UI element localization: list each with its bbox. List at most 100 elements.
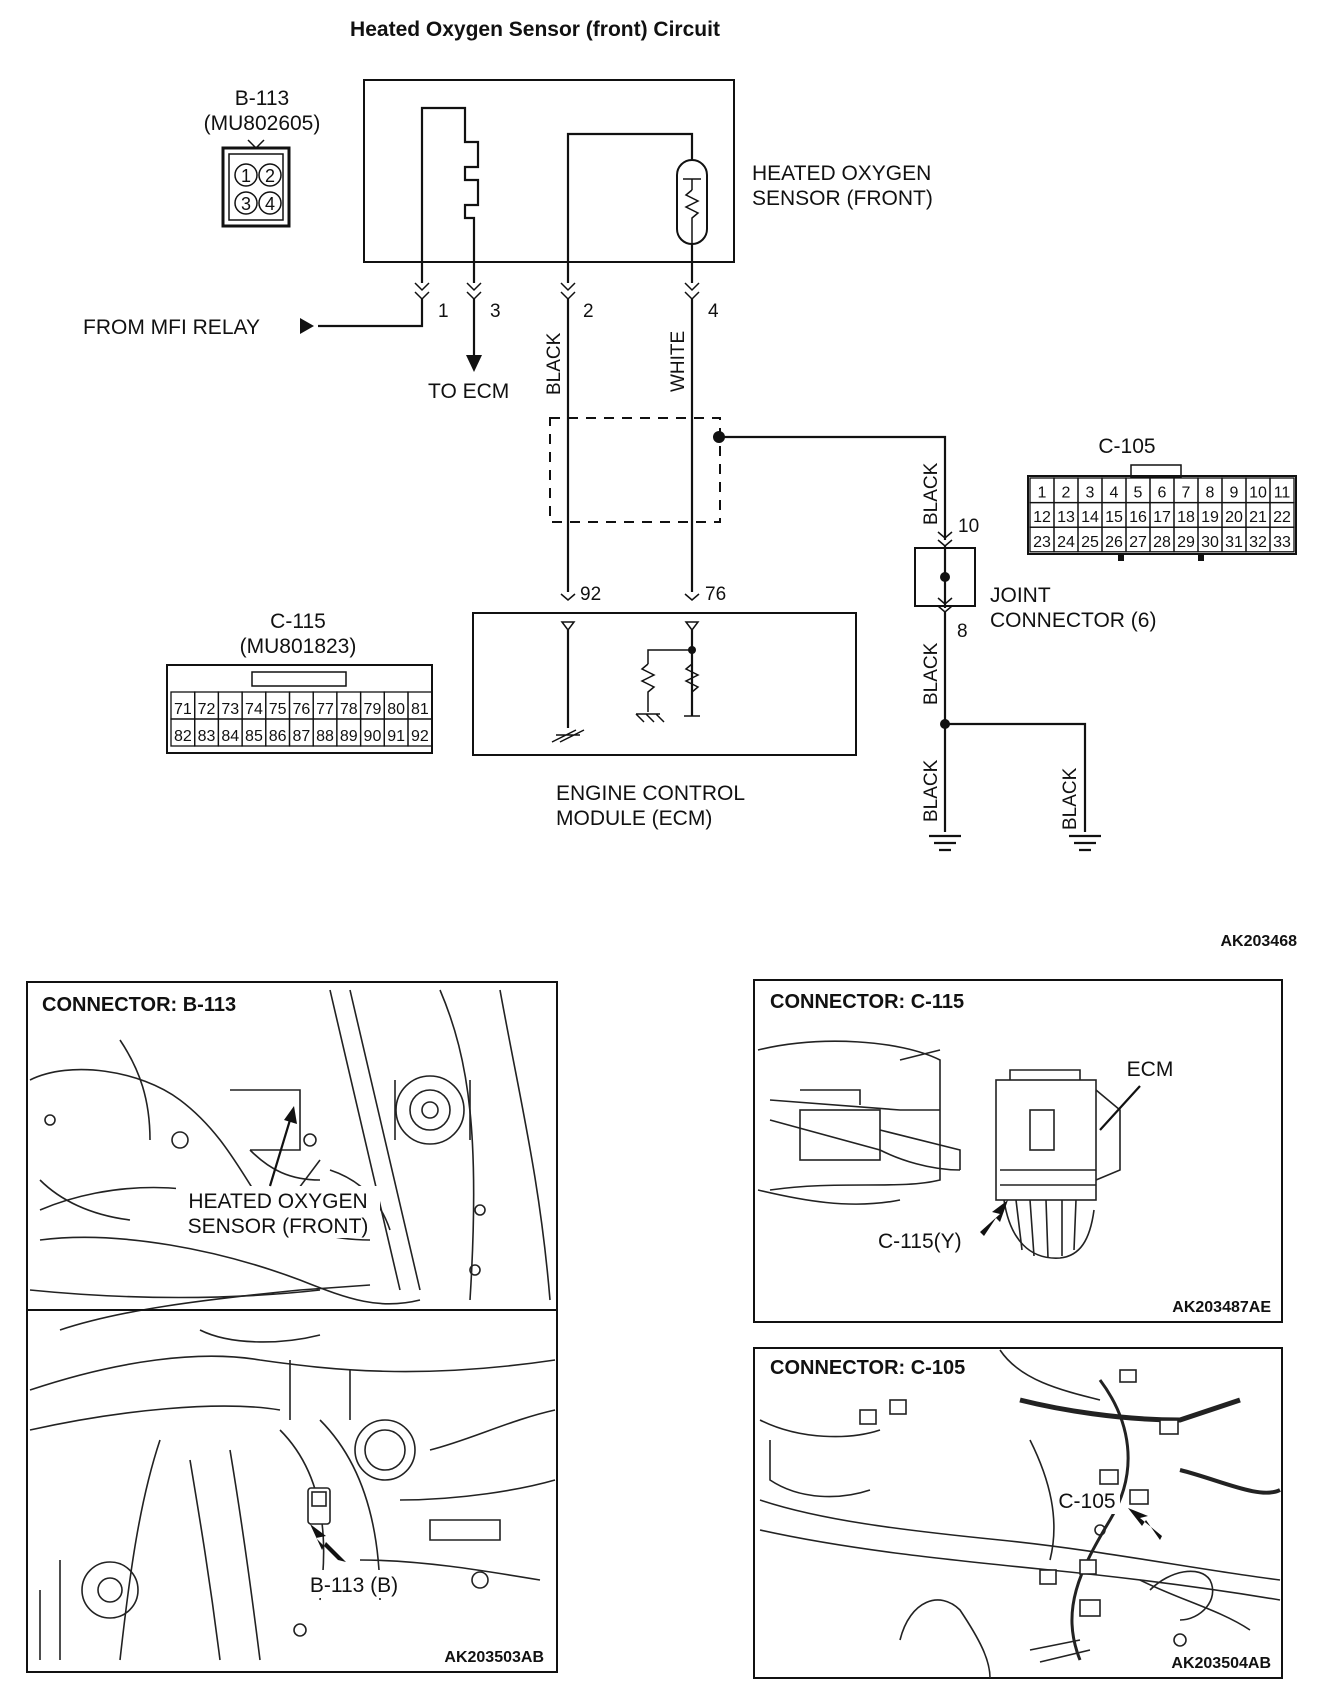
wire-shield [719, 435, 947, 540]
oxygen-sensor-box: HEATED OXYGEN SENSOR (FRONT) [363, 79, 933, 283]
wire-color-label: BLACK [921, 759, 942, 822]
connector-pin-label: 24 [1057, 534, 1075, 551]
pin-number: 8 [957, 621, 968, 642]
connector-pin-label: 15 [1105, 509, 1123, 526]
connector-pin-label: 89 [340, 728, 358, 745]
pin-number: 3 [490, 301, 501, 322]
connector-pin-label: 12 [1033, 509, 1051, 526]
connector-pin-label: 8 [1206, 485, 1215, 502]
wire-mfi-relay [318, 299, 424, 328]
connector-pin-label: 11 [1274, 485, 1291, 502]
connector-pin-label: 71 [174, 701, 192, 718]
connector-pin-label: 75 [269, 701, 287, 718]
b113-pin: 4 [265, 194, 275, 214]
joint-connector-line2: CONNECTOR (6) [990, 609, 1156, 632]
engine-sketch-top [29, 989, 551, 1331]
connector-pin-label: 5 [1134, 485, 1143, 502]
connector-pin-label: 33 [1273, 534, 1291, 551]
connector-pin-label: 87 [292, 728, 310, 745]
wire-ground-branch [945, 722, 1087, 832]
connector-b113-icon: B-113 (MU802605) 1 2 3 4 [204, 87, 320, 228]
pin-number: 76 [705, 584, 726, 605]
dash-sketch [757, 1040, 1121, 1259]
connector-cell [407, 718, 433, 747]
connector-pin-label: 72 [198, 701, 216, 718]
pin-number: 92 [580, 584, 601, 605]
connector-b113-id: B-113 [235, 87, 289, 110]
ground-icon [929, 834, 961, 852]
connector-pin-label: 27 [1129, 534, 1147, 551]
callout-c105-label: C-105 [1058, 1490, 1115, 1513]
connector-pin-label: 22 [1273, 509, 1291, 526]
connector-pin-label: 83 [198, 728, 216, 745]
pin-number: 2 [583, 301, 594, 322]
shield-box [549, 417, 721, 523]
connector-pin-label: 30 [1201, 534, 1219, 551]
connector-pin-label: 1 [1038, 485, 1047, 502]
sensor-connector-chevrons [414, 282, 700, 301]
sensor-label-line1: HEATED OXYGEN [752, 162, 931, 185]
connector-pin-label: 76 [292, 701, 310, 718]
ecm-box: 92 76 ENGINE CONTROL MODULE (ECM) [472, 584, 857, 830]
connector-pin-label: 91 [387, 728, 405, 745]
connector-pin-label: 18 [1177, 509, 1195, 526]
connector-pin-label: 21 [1249, 509, 1267, 526]
connector-pin-label: 19 [1201, 509, 1219, 526]
pin-number: 10 [958, 516, 979, 537]
connector-pin-label: 4 [1110, 485, 1119, 502]
connector-pin-label: 86 [269, 728, 287, 745]
connector-pin-label: 85 [245, 728, 263, 745]
b113-pin: 2 [265, 166, 275, 186]
connector-pin-label: 7 [1182, 485, 1191, 502]
panel-c105-code: AK203504AB [1171, 1655, 1271, 1672]
from-mfi-relay-label: FROM MFI RELAY [83, 316, 260, 339]
joint-connector: 10 8 JOINT CONNECTOR (6) [914, 516, 1156, 642]
panel-c105: CONNECTOR: C-105 C-105 AK203504AB [753, 1347, 1283, 1679]
connector-pin-label: 92 [411, 728, 429, 745]
connector-pin-label: 79 [364, 701, 382, 718]
connector-pin-label: 32 [1249, 534, 1267, 551]
callout-sensor: HEATED OXYGEN SENSOR (FRONT) [176, 1106, 380, 1238]
b113-pin: 3 [241, 194, 251, 214]
connector-pin-label: 17 [1153, 509, 1171, 526]
connector-cell [1269, 526, 1295, 553]
ground-icon [1069, 834, 1101, 852]
callout-sensor-line2: SENSOR (FRONT) [188, 1215, 369, 1238]
wire-color-label: WHITE [668, 331, 689, 392]
connector-c105-id: C-105 [1098, 435, 1155, 458]
callout-sensor-line1: HEATED OXYGEN [188, 1190, 367, 1213]
connector-pin-label: 14 [1081, 509, 1099, 526]
connector-pin-label: 6 [1158, 485, 1167, 502]
connector-pin-label: 9 [1230, 485, 1239, 502]
connector-pin-label: 23 [1033, 534, 1051, 551]
connector-pin-label: 25 [1081, 534, 1099, 551]
to-ecm-label: TO ECM [428, 380, 509, 403]
connector-pin-label: 31 [1225, 534, 1243, 551]
arrow-down-icon [466, 355, 482, 372]
connector-c115-id: C-115 [270, 610, 326, 633]
ecm-label-line1: ENGINE CONTROL [556, 782, 745, 805]
diagram-title: Heated Oxygen Sensor (front) Circuit [350, 18, 720, 41]
pin-number: 1 [438, 301, 449, 322]
pin-number: 4 [708, 301, 719, 322]
panel-b113: CONNECTOR: B-113 HEATED OXYGEN SENSOR (F… [26, 981, 558, 1673]
connector-c115-part: (MU801823) [240, 635, 357, 658]
wire-color-label: BLACK [921, 462, 942, 525]
joint-connector-line1: JOINT [990, 584, 1051, 607]
connector-pin-label: 10 [1249, 485, 1267, 502]
connector-pin-label: 13 [1057, 509, 1075, 526]
wire-color-label: BLACK [1060, 767, 1081, 830]
sensor-label-line2: SENSOR (FRONT) [752, 187, 933, 210]
connector-pin-label: 26 [1105, 534, 1123, 551]
connector-pin-label: 77 [316, 701, 334, 718]
callout-c115-label: C-115(Y) [878, 1230, 962, 1253]
connector-pin-label: 90 [364, 728, 382, 745]
wiring-harness-sketch [759, 1349, 1281, 1679]
connector-pin-label: 73 [221, 701, 239, 718]
b113-pin: 1 [241, 166, 251, 186]
callout-ecm-line [1099, 1085, 1141, 1131]
panel-c115-title: CONNECTOR: C-115 [770, 991, 964, 1013]
connector-pin-label: 74 [245, 701, 263, 718]
